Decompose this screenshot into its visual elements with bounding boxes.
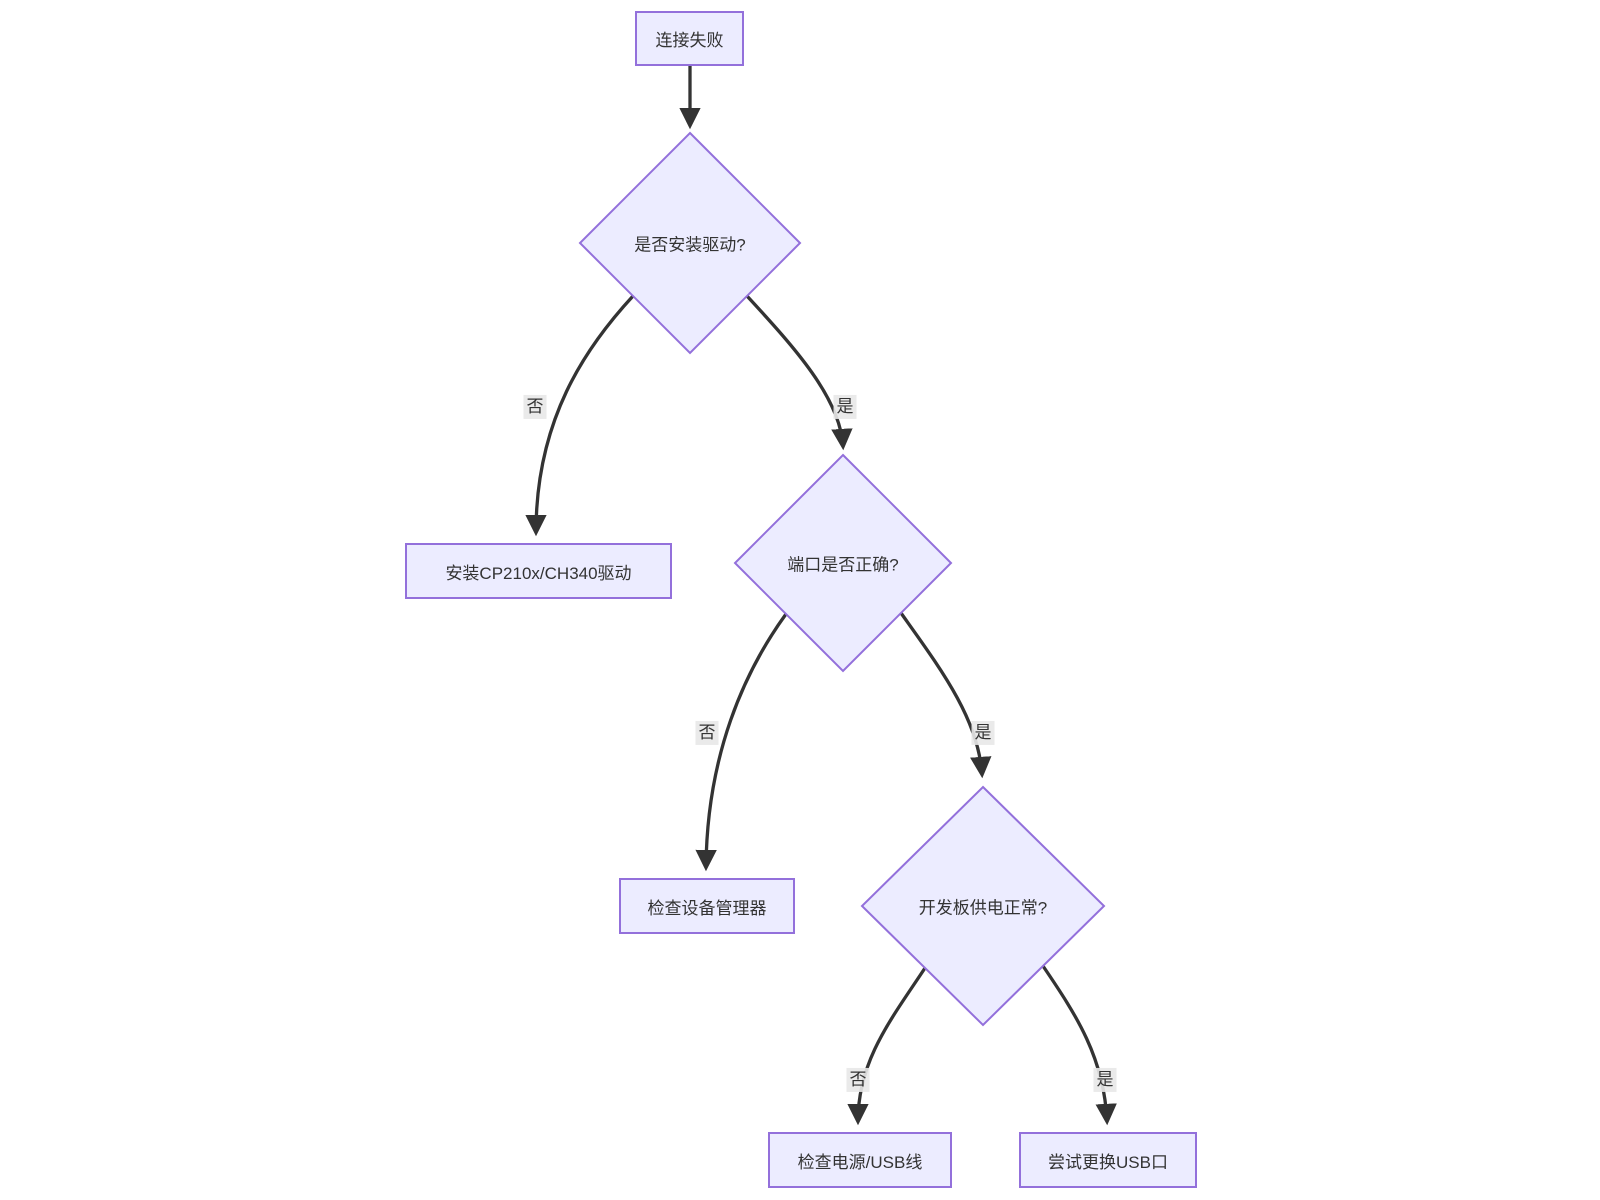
node-connection-failed: 连接失败 — [635, 11, 744, 66]
node-try-another-usb-port: 尝试更换USB口 — [1019, 1132, 1197, 1188]
edge-label-yes-1: 是 — [833, 394, 857, 420]
edge-no-to-check-power-usb — [847, 967, 927, 1126]
node-check-device-manager: 检查设备管理器 — [619, 878, 795, 934]
edge-no-to-install-driver — [525, 294, 635, 537]
edge-yes-to-port-check — [745, 294, 853, 451]
node-install-driver: 安装CP210x/CH340驱动 — [405, 543, 672, 599]
decision-driver-installed-label: 是否安装驱动? — [634, 235, 746, 255]
decision-board-power-label: 开发板供电正常? — [918, 898, 1048, 918]
edge-label-no-1: 否 — [523, 394, 547, 420]
decision-port-correct-label: 端口是否正确? — [787, 555, 899, 575]
node-check-power-usb-cable: 检查电源/USB线 — [768, 1132, 952, 1188]
edge-label-no-3: 否 — [846, 1067, 870, 1093]
edge-no-to-check-device-manager — [695, 613, 788, 872]
decision-driver-installed-shape — [578, 131, 802, 355]
edge-yes-to-try-usb-port — [1041, 965, 1117, 1126]
decision-board-power-shape — [860, 785, 1106, 1027]
edge-yes-to-board-power-check — [899, 612, 992, 779]
edge-label-yes-2: 是 — [971, 720, 995, 746]
decision-port-correct-shape — [733, 453, 953, 673]
edge-label-no-2: 否 — [695, 720, 719, 746]
edge-label-yes-3: 是 — [1093, 1067, 1117, 1093]
